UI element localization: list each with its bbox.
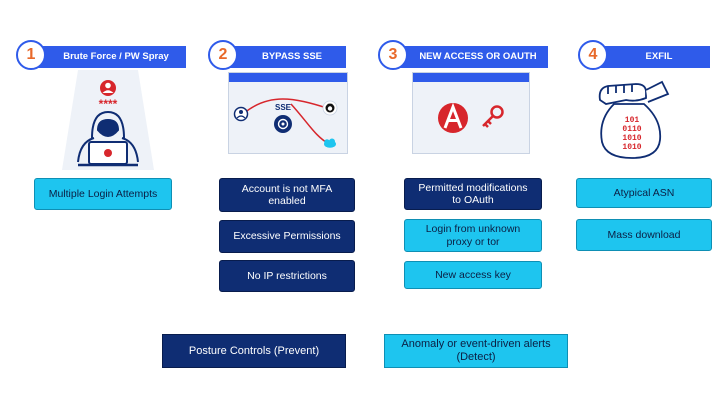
app-logo-icon [438,102,468,133]
hand-icon [598,80,670,105]
box-excessive-permissions: Excessive Permissions [219,220,355,253]
stage-3-header: 3 NEW ACCESS OR OAUTH [378,40,548,70]
bag-digits-row-2: 0110 [622,125,641,134]
user-avatar-icon [233,106,249,122]
oauth-graphic [438,102,504,133]
sse-bypass-graphic: SSE [233,98,338,148]
stage-1-title: Brute Force / PW Spray [32,46,186,68]
password-mask: **** [99,97,118,111]
box-mass-download: Mass download [576,219,712,251]
salesforce-cloud-icon [324,138,336,148]
laptop-icon [78,141,138,167]
stage-1-number: 1 [16,40,46,70]
hooded-hacker-icon [77,110,139,163]
stage-3-title: NEW ACCESS OR OAUTH [394,46,548,68]
stage-4-header: 4 EXFIL [578,40,710,70]
stage-4-number: 4 [578,40,608,70]
box-multiple-login-attempts: Multiple Login Attempts [34,178,172,210]
bag-digits-row-3: 1010 [622,134,641,143]
stage-2-title: BYPASS SSE [224,46,346,68]
stage-2-number: 2 [208,40,238,70]
legend-prevent: Posture Controls (Prevent) [162,334,346,368]
box-no-ip-restrictions: No IP restrictions [219,260,355,292]
money-bag-icon [600,103,662,159]
oauth-window [412,72,530,154]
exfil-data-bag-illustration: 101 0110 1010 1010 [598,80,670,159]
stage-3-number: 3 [378,40,408,70]
hacker-illustration: **** [62,70,154,170]
alert-user-icon [100,80,116,96]
box-new-access-key: New access key [404,261,542,289]
github-icon [322,100,338,116]
box-permitted-modifications: Permitted modifications to OAuth [404,178,542,210]
legend-detect: Anomaly or event-driven alerts (Detect) [384,334,568,368]
sse-shield-icon [274,115,292,133]
bag-digits-row-1: 101 [625,116,640,125]
box-atypical-asn: Atypical ASN [576,178,712,208]
box-account-not-mfa: Account is not MFA enabled [219,178,355,212]
bag-digits-row-4: 1010 [622,143,641,152]
stage-2-header: 2 BYPASS SSE [208,40,346,70]
sse-label: SSE [275,103,292,112]
sse-window: SSE [228,72,348,154]
stage-4-title: EXFIL [594,46,710,68]
key-icon [482,105,504,128]
box-login-unknown-proxy: Login from unknown proxy or tor [404,219,542,252]
stage-1-header: 1 Brute Force / PW Spray [16,40,186,70]
